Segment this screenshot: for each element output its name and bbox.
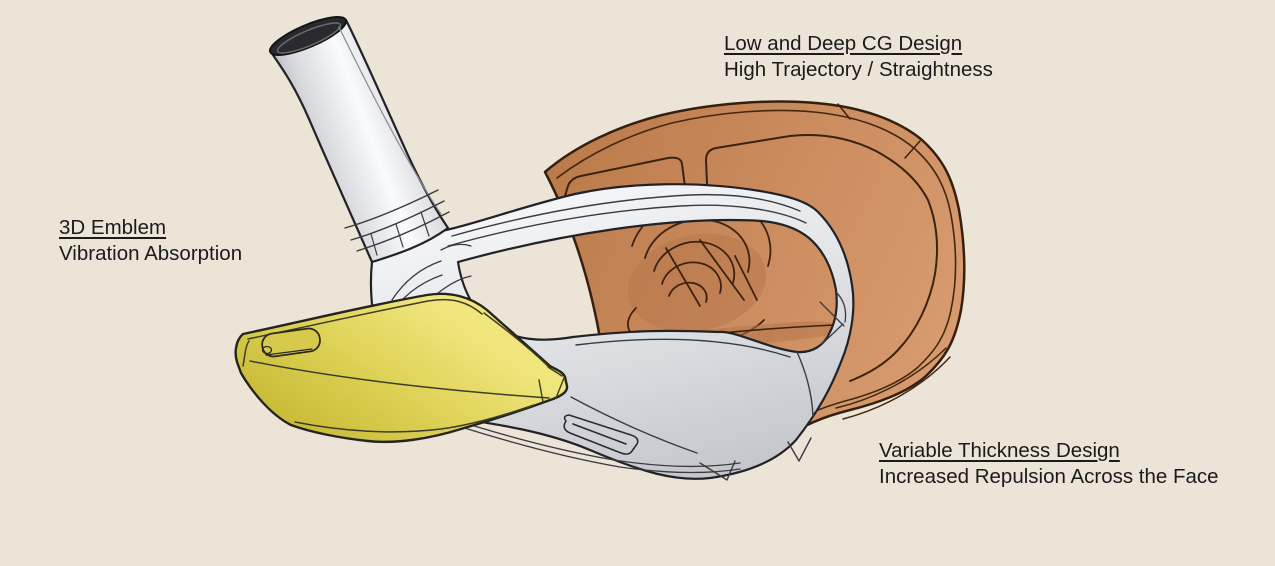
neck-facet-lines <box>385 243 472 321</box>
emblem-slot <box>261 327 321 358</box>
annotation-emblem: 3D Emblem Vibration Absorption <box>59 215 242 267</box>
annotation-cg-subtitle: High Trajectory / Straightness <box>724 58 993 81</box>
sole-lines <box>445 416 741 474</box>
face-plate-seam <box>837 103 921 159</box>
annotation-thickness-subtitle: Increased Repulsion Across the Face <box>879 465 1219 488</box>
annotation-cg-design: Low and Deep CG Design High Trajectory /… <box>724 31 993 83</box>
cavity-wall-lines <box>570 338 814 454</box>
sole-facets <box>699 437 812 481</box>
emblem-badge <box>234 292 569 444</box>
toe-facet-lines <box>819 291 847 345</box>
hosel-ferrule-segments <box>370 211 430 256</box>
emblem-outline <box>234 292 569 444</box>
hosel-ferrule-rings <box>344 189 450 252</box>
variable-thickness-ribs <box>626 196 772 350</box>
sole-slot <box>563 414 639 455</box>
face-plate-left-panel <box>559 156 688 213</box>
emblem-bevel-lines <box>242 298 552 433</box>
emblem-tip-facets <box>538 366 565 403</box>
annotation-cg-title: Low and Deep CG Design <box>724 32 963 55</box>
annotation-emblem-title: 3D Emblem <box>59 216 167 239</box>
hosel <box>269 16 450 264</box>
face-plate-right-panel <box>705 134 938 382</box>
cavity-floor <box>602 321 838 380</box>
face-plate-rim-line <box>556 109 957 428</box>
rail-bevel-lines <box>447 193 807 247</box>
hosel-tube <box>269 18 450 264</box>
annotation-emblem-subtitle: Vibration Absorption <box>59 242 243 265</box>
face-plate-flange-lines <box>835 347 951 420</box>
hosel-opening <box>269 16 347 56</box>
annotation-thickness: Variable Thickness Design Increased Repu… <box>879 438 1219 490</box>
annotation-thickness-title: Variable Thickness Design <box>879 439 1120 462</box>
hosel-opening-inner <box>276 22 342 54</box>
